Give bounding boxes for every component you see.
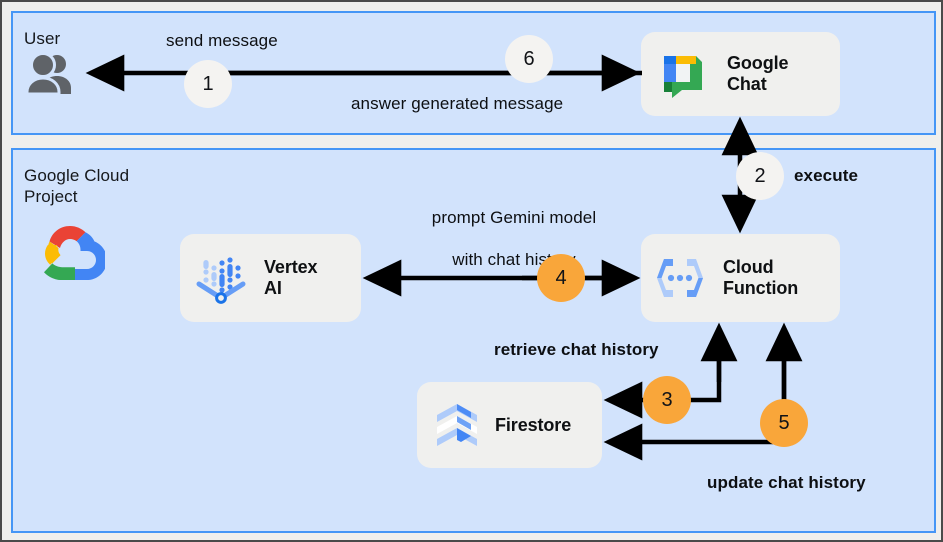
users-icon <box>24 52 78 96</box>
node-firestore-label: Firestore <box>495 414 572 435</box>
vertex-ai-icon <box>192 249 250 307</box>
node-google-chat[interactable]: Google Chat <box>641 32 840 116</box>
edge-label-answer-generated-message: answer generated message <box>351 94 564 113</box>
firestore-icon <box>431 399 483 451</box>
step-badge-1: 1 <box>184 60 232 108</box>
step-badge-5: 5 <box>760 399 808 447</box>
step-badge-2: 2 <box>736 152 784 200</box>
edge-label-prompt-line1: prompt Gemini model <box>431 208 597 227</box>
step-badge-3: 3 <box>643 376 691 424</box>
node-vertex-ai[interactable]: Vertex AI <box>180 234 361 322</box>
edge-label-send-message: send message <box>166 31 278 50</box>
cloud-function-icon <box>651 249 709 307</box>
edge-label-prompt-gemini: prompt Gemini model with chat history <box>414 186 614 291</box>
panel-google-cloud-project-title: Google Cloud Project <box>24 166 130 206</box>
edge-label-update-chat-history: update chat history <box>707 473 866 492</box>
node-vertex-ai-label: Vertex AI <box>264 257 318 298</box>
node-cloud-function-label: Cloud Function <box>723 257 799 298</box>
panel-user-title: User <box>24 29 61 48</box>
edge-label-retrieve-chat-history: retrieve chat history <box>494 340 659 359</box>
google-chat-icon <box>651 43 713 105</box>
node-cloud-function[interactable]: Cloud Function <box>641 234 840 322</box>
edge-label-prompt-line2: with chat history <box>452 250 576 269</box>
edge-label-execute: execute <box>794 166 859 185</box>
step-badge-6: 6 <box>505 35 553 83</box>
step-badge-4: 4 <box>537 254 585 302</box>
google-cloud-logo <box>35 223 107 281</box>
node-google-chat-label: Google Chat <box>727 53 789 94</box>
node-firestore[interactable]: Firestore <box>417 382 602 468</box>
